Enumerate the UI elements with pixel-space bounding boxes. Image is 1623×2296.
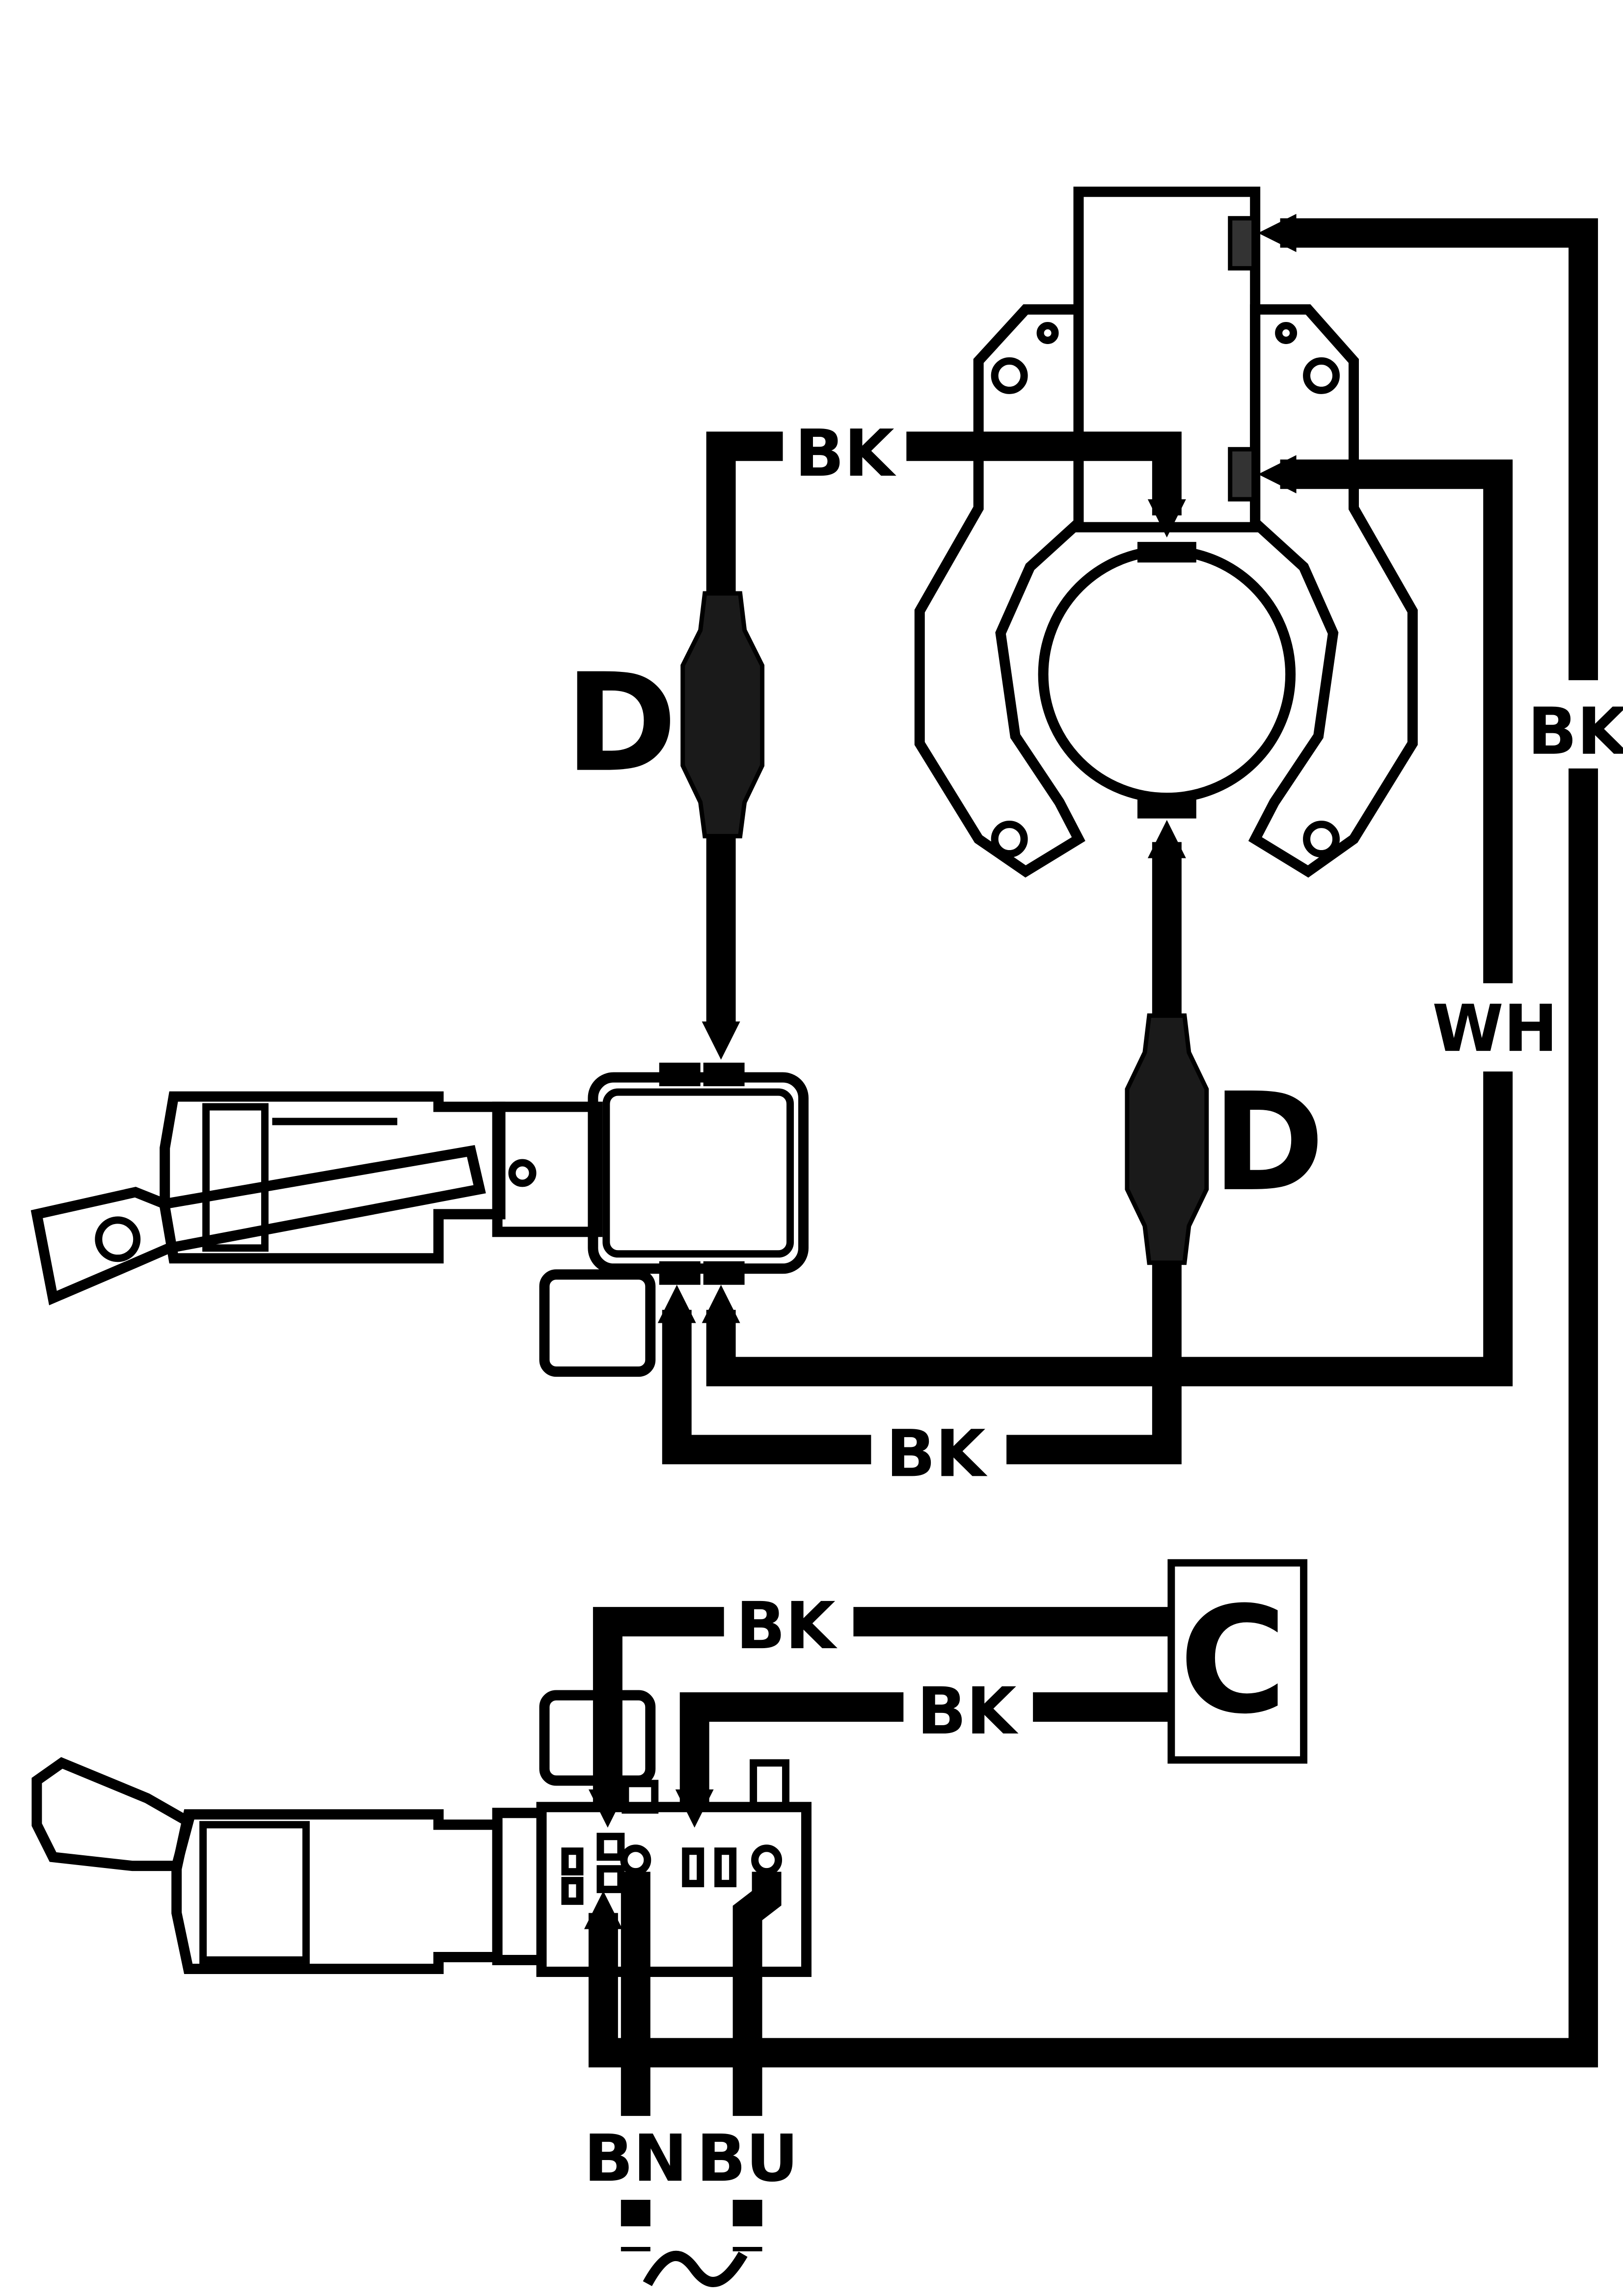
label-bk-bottom-loop: BK	[886, 1416, 988, 1492]
ac-source-icon	[643, 2250, 748, 2287]
motor-icon	[914, 187, 1418, 878]
wire-bk-c-upper	[593, 1607, 1171, 1803]
label-bu: BU	[697, 2121, 799, 2196]
wire-bu	[732, 1871, 782, 2116]
label-bk-right: BK	[1528, 694, 1623, 770]
label-c-box: C	[1179, 1575, 1287, 1746]
fuse-icon	[680, 591, 765, 839]
capacitor-icon	[1167, 1559, 1308, 1764]
label-bn: BN	[584, 2121, 687, 2196]
fuse-icon	[1125, 1013, 1209, 1265]
label-wh: WH	[1432, 991, 1558, 1067]
label-bk-top: BK	[795, 416, 897, 491]
label-bk-c-upper: BK	[736, 1589, 838, 1664]
label-d-left: D	[565, 645, 677, 802]
label-bk-c-lower: BK	[917, 1674, 1019, 1749]
labels: BK BK WH BK BK BK BN BU D D C	[565, 409, 1623, 2196]
wire-bk-top	[706, 431, 1182, 1031]
wire-wh	[706, 459, 1513, 1387]
wire-bk-right	[588, 218, 1598, 2068]
switch-icon	[30, 1063, 809, 1377]
label-d-right: D	[1212, 1064, 1325, 1222]
